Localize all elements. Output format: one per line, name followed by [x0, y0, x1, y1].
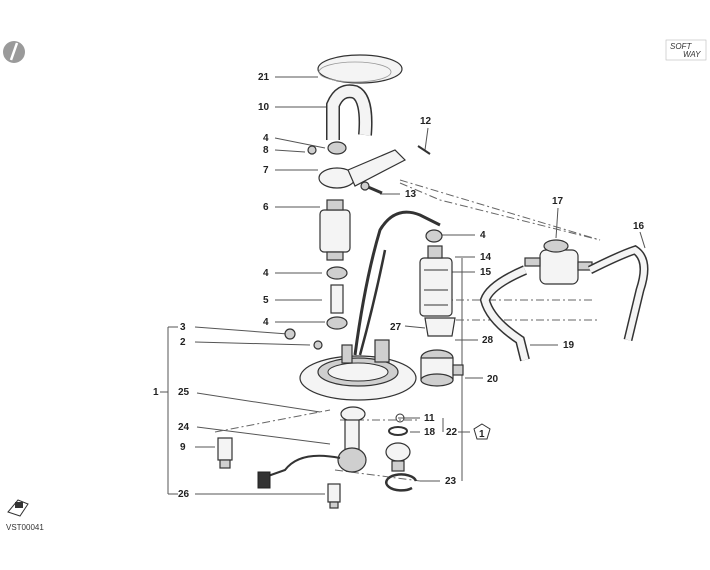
fuel-filter-6	[319, 199, 351, 261]
callout-20: 20	[487, 374, 499, 385]
leader-lines	[160, 76, 646, 495]
callout-4c: 4	[263, 268, 269, 279]
callout-10: 10	[258, 102, 270, 113]
seal-11	[395, 413, 405, 423]
section-marker-icon	[3, 41, 25, 63]
clamp-4-top	[327, 141, 347, 155]
bolt-3	[284, 328, 296, 340]
tube-5	[330, 284, 344, 314]
callout-1: 1	[153, 387, 159, 398]
sensor-24	[257, 447, 367, 489]
callout-22: 22	[446, 427, 458, 438]
callout-12: 12	[420, 116, 432, 127]
strainer-20	[420, 349, 464, 387]
note-marker-icon: 1	[473, 423, 491, 440]
callout-2: 2	[180, 337, 186, 348]
callout-21: 21	[258, 72, 270, 83]
callout-24: 24	[178, 422, 190, 433]
circlip-23	[385, 473, 418, 492]
fitting-26	[327, 483, 341, 509]
callout-16: 16	[633, 221, 645, 232]
callout-17: 17	[552, 196, 564, 207]
callout-15: 15	[480, 267, 492, 278]
softway-logo: SOFT WAY	[665, 39, 707, 61]
screw-12	[417, 145, 431, 155]
callout-14: 14	[480, 252, 492, 263]
callout-9: 9	[180, 442, 186, 453]
callout-4d: 4	[263, 317, 269, 328]
nut-8	[307, 145, 317, 155]
callout-6: 6	[263, 202, 269, 213]
bolt-13	[360, 181, 383, 195]
callout-5: 5	[263, 295, 269, 306]
assembly-lines	[214, 179, 601, 482]
callout-4a: 4	[263, 133, 269, 144]
callout-27: 27	[390, 322, 402, 333]
pressure-regulator-17	[524, 239, 593, 285]
callout-13: 13	[405, 189, 417, 200]
callout-26: 26	[178, 489, 190, 500]
level-sender-25	[340, 406, 366, 451]
wiring-harness	[353, 210, 441, 356]
pump-flange	[299, 339, 417, 401]
fitting-9	[217, 437, 233, 469]
clamp-4-right	[425, 229, 443, 243]
callout-7: 7	[263, 165, 269, 176]
valve-18	[385, 426, 411, 472]
bracket-7	[318, 149, 407, 189]
clamp-4-mid	[326, 266, 348, 280]
drawing-code: VST00041	[6, 523, 44, 532]
washer-2	[313, 340, 323, 350]
clamp-4-low	[326, 316, 348, 330]
callout-19: 19	[563, 340, 575, 351]
callout-18: 18	[424, 427, 436, 438]
logo-text-top: SOFT	[670, 42, 692, 51]
holder-27	[424, 317, 456, 337]
note-label: 1	[479, 429, 485, 440]
callout-11: 11	[424, 413, 435, 424]
callout-3: 3	[180, 322, 186, 333]
callout-25: 25	[178, 387, 190, 398]
callout-labels: 21 10 4 8 7 12 13 6 4 14 15 17 16 4 5 4 …	[153, 72, 645, 500]
fuel-pump-15	[419, 245, 453, 317]
o-ring-21	[317, 54, 403, 84]
callout-8: 8	[263, 145, 269, 156]
view-icon	[7, 499, 29, 517]
callout-4b: 4	[480, 230, 486, 241]
callout-23: 23	[445, 476, 457, 487]
callout-28: 28	[482, 335, 494, 346]
logo-text-bottom: WAY	[683, 50, 701, 59]
